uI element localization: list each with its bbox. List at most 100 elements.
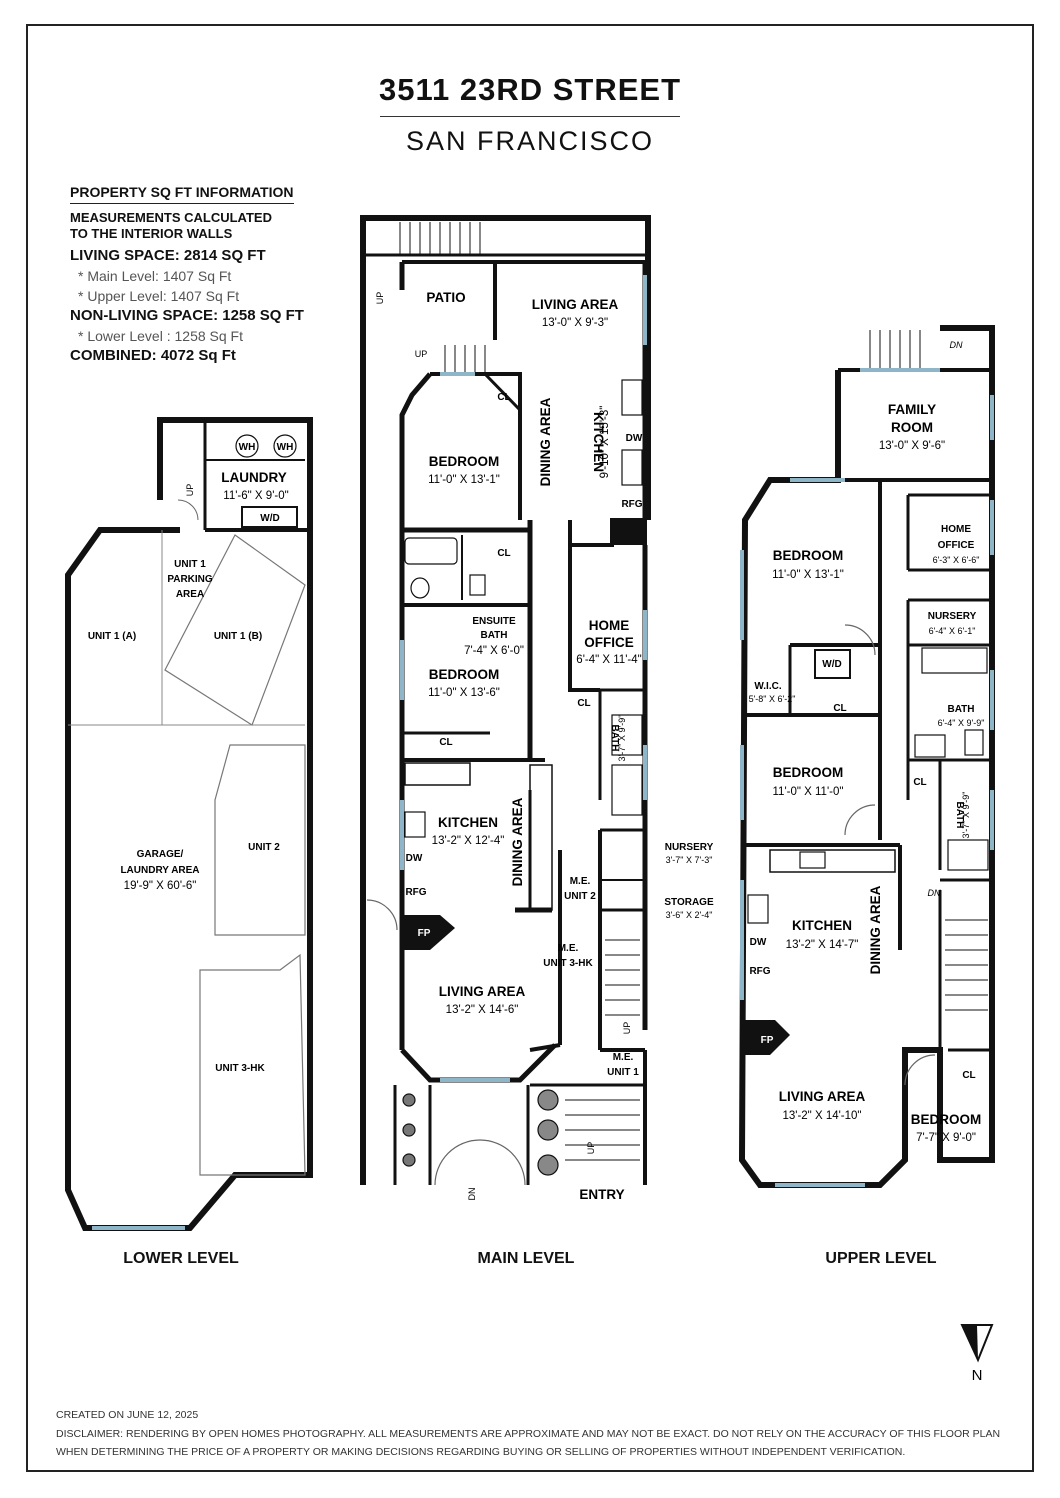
upper-bedroom-2-dim: 11'-0" X 11'-0" (773, 786, 844, 798)
upper-level-fixtures (747, 624, 989, 1086)
main-bath-label: BATH (609, 724, 620, 751)
sqft-heading: PROPERTY SQ FT INFORMATION (70, 182, 294, 204)
upper-family-label-1: FAMILY (888, 402, 936, 417)
upper-kitchen-label: KITCHEN (792, 918, 852, 933)
main-level-windows (400, 275, 647, 1082)
living-space-total: LIVING SPACE: 2814 SQ FT (70, 247, 266, 264)
upper-down-label-2: DN (928, 888, 941, 898)
main-kitchen-top-dim: 9'-10" X 15'-3" (599, 406, 611, 479)
main-up-label-2: UP (415, 349, 428, 359)
main-fridge-top-label: RFG (621, 499, 642, 510)
upper-kitchen-dim: 13'-2" X 14'-7" (786, 939, 859, 951)
title-divider (380, 116, 680, 117)
upper-wic-dim: 5'-8" X 6'-2" (749, 694, 796, 704)
unit3-label: UNIT 3-HK (215, 1063, 265, 1074)
created-date: CREATED ON JUNE 12, 2025 (56, 1409, 199, 1421)
me-unit1-label-2: UNIT 1 (607, 1067, 639, 1078)
main-storage-label: STORAGE (664, 897, 714, 908)
main-up-label-1: UP (375, 292, 385, 305)
main-bedroom-2-dim: 11'-0" X 13'-6" (428, 687, 500, 699)
property-address: 3511 23RD STREET (378, 72, 682, 107)
main-kitchen-mid-label: KITCHEN (438, 815, 498, 830)
upper-bath-2-label: BATH (954, 801, 965, 828)
upper-level-sqft: * Upper Level: 1407 Sq Ft (78, 288, 240, 304)
unit2-label: UNIT 2 (248, 842, 280, 853)
main-dishwasher-top-label: DW (626, 433, 643, 444)
main-dining-top-label: DINING AREA (538, 397, 553, 486)
main-bedroom-2-label: BEDROOM (429, 667, 500, 682)
combined-sqft: COMBINED: 4072 Sq Ft (70, 347, 236, 364)
lower-level-title: LOWER LEVEL (123, 1250, 239, 1267)
upper-living-label: LIVING AREA (779, 1089, 866, 1104)
unit1a-label: UNIT 1 (A) (88, 631, 136, 642)
me-unit2-label-2: UNIT 2 (564, 891, 596, 902)
north-label: N (972, 1367, 983, 1384)
upper-level-plan (738, 325, 995, 1188)
main-living-top-label: LIVING AREA (532, 297, 619, 312)
upper-down-label-1: DN (950, 340, 963, 350)
main-home-office-dim: 6'-4" X 11'-4" (576, 654, 641, 666)
me-unit2-label-1: M.E. (570, 876, 591, 887)
measurement-note-2: TO THE INTERIOR WALLS (70, 226, 233, 241)
upper-living-dim: 13'-2" X 14'-10" (782, 1110, 861, 1122)
upper-bedroom-1-dim: 11'-0" X 13'-1" (772, 569, 844, 581)
unit1-parking-label-3: AREA (176, 589, 204, 600)
water-heater-1-label: WH (239, 442, 256, 453)
main-down-label: DN (467, 1188, 477, 1201)
main-fireplace-label: FP (418, 928, 431, 939)
me-unit3-label-1: M.E. (558, 943, 579, 954)
lower-up-label: UP (185, 484, 195, 497)
main-living-bot-dim: 13'-2" X 14'-6" (446, 1004, 519, 1016)
upper-family-label-2: ROOM (891, 420, 933, 435)
main-bedroom-1-label: BEDROOM (429, 454, 500, 469)
upper-family-dim: 13'-0" X 9'-6" (879, 440, 945, 452)
upper-bedroom-1-label: BEDROOM (773, 548, 844, 563)
upper-home-office-dim: 6'-3" X 6'-6" (933, 555, 980, 565)
main-closet-2-label: CL (497, 548, 510, 559)
lower-laundry-dim: 11'-6" X 9'-0" (223, 490, 288, 502)
main-dishwasher-mid-label: DW (406, 853, 423, 864)
upper-wic-label: W.I.C. (754, 681, 781, 692)
upper-level-windows (740, 368, 994, 1187)
garage-label-2: LAUNDRY AREA (120, 865, 199, 876)
main-storage-dim: 3'-6" X 2'-4" (666, 910, 713, 920)
main-ensuite-dim: 7'-4" X 6'-0" (464, 645, 524, 657)
upper-bedroom-3-label: BEDROOM (911, 1112, 982, 1127)
upper-fridge-label: RFG (749, 966, 770, 977)
upper-nursery-label: NURSERY (928, 611, 977, 622)
page-frame (26, 24, 1034, 1472)
main-fridge-mid-label: RFG (405, 887, 426, 898)
upper-level-title: UPPER LEVEL (825, 1250, 937, 1267)
main-living-bot-label: LIVING AREA (439, 984, 526, 999)
main-ensuite-label-2: BATH (480, 630, 507, 641)
upper-fireplace-label: FP (761, 1035, 774, 1046)
non-living-space-total: NON-LIVING SPACE: 1258 SQ FT (70, 307, 304, 324)
main-level-title: MAIN LEVEL (477, 1250, 575, 1267)
upper-dining-label: DINING AREA (868, 885, 883, 974)
garage-dim: 19'-9" X 60'-6" (124, 880, 197, 892)
lower-level-sqft: * Lower Level : 1258 Sq Ft (78, 328, 243, 344)
me-unit3-label-2: UNIT 3-HK (543, 958, 593, 969)
main-nursery-label: NURSERY (665, 842, 714, 853)
main-patio-label: PATIO (426, 290, 465, 305)
main-closet-3-label: CL (439, 737, 452, 748)
main-kitchen-mid-dim: 13'-2" X 12'-4" (432, 835, 505, 847)
main-nursery-dim: 3'-7" X 7'-3" (666, 855, 713, 865)
me-unit1-label-1: M.E. (613, 1052, 634, 1063)
property-city: SAN FRANCISCO (405, 126, 655, 156)
upper-bedroom-2-label: BEDROOM (773, 765, 844, 780)
lower-laundry-label: LAUNDRY (221, 470, 287, 485)
main-closet-4-label: CL (577, 698, 590, 709)
main-level-stairs (399, 222, 640, 1161)
lower-level-plan (65, 417, 313, 1231)
garage-label-1: GARAGE/ (137, 849, 184, 860)
upper-washer-dryer-label: W/D (822, 659, 841, 670)
main-up-label-4: UP (586, 1142, 596, 1155)
unit1-parking-label-2: PARKING (167, 574, 213, 585)
main-level-fixtures (366, 379, 643, 1186)
disclaimer-line-1: DISCLAIMER: RENDERING BY OPEN HOMES PHOT… (56, 1428, 1001, 1440)
main-home-office-label-2: OFFICE (584, 635, 634, 650)
unit1-parking-label-1: UNIT 1 (174, 559, 206, 570)
main-level-plan (360, 215, 651, 1185)
